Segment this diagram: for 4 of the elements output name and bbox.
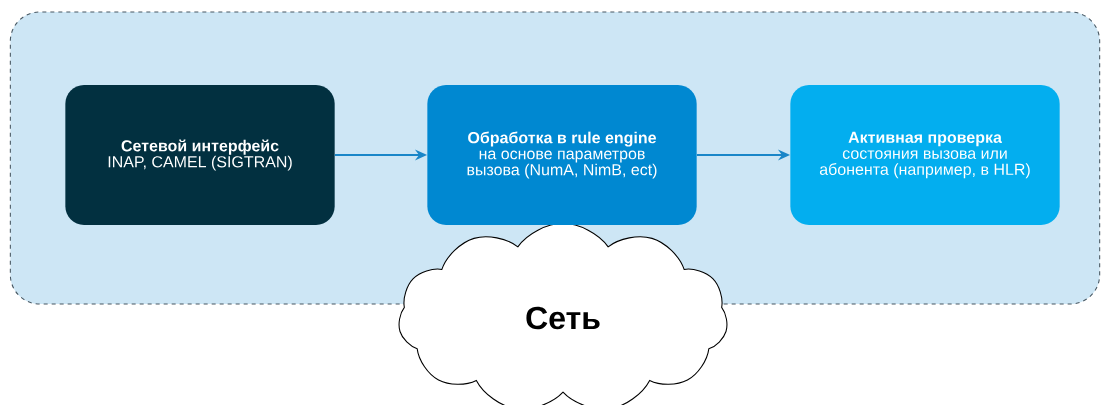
process-box: Обработка в rule engine на основе параметров вызова (NumA, NimB, ect)	[427, 85, 697, 225]
process-box: Сетевой интерфейс INAP, CAMEL (SIGTRAN)	[65, 85, 335, 225]
network-cloud: Сеть	[398, 222, 728, 405]
process-box: Активная проверка состояния вызова или абонента (например, в HLR)	[790, 85, 1060, 225]
